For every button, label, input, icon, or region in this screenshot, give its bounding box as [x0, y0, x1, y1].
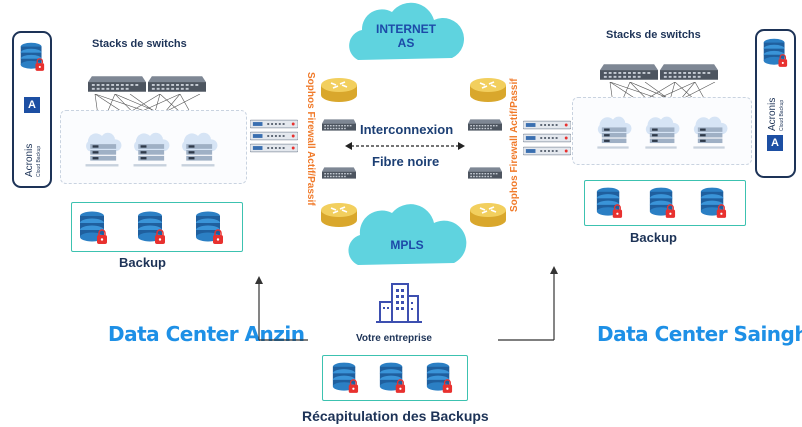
switch-icon [600, 62, 658, 82]
firewall-icon [523, 146, 571, 156]
interconnexion-label: Interconnexion [360, 122, 454, 137]
server-icon [592, 114, 634, 152]
server-icon [128, 130, 172, 170]
database-lock-icon [136, 210, 166, 246]
datacenter-title-left: Data Center Anzin [108, 322, 305, 346]
switch-icon [148, 74, 206, 94]
firewall-icon [250, 119, 298, 129]
switch-icon [468, 118, 502, 132]
database-lock-icon [378, 361, 406, 395]
firewall-label-right: Sophos Firewall Actif/Passif [509, 78, 520, 212]
switch-icon [322, 166, 356, 180]
firewall-icon [523, 120, 571, 130]
mpls-label: MPLS [390, 238, 424, 252]
mpls-cloud [348, 204, 467, 265]
switch-icon [468, 166, 502, 180]
firewall-icon [250, 131, 298, 141]
internet-label: INTERNET AS [376, 22, 436, 50]
database-lock-icon [78, 210, 108, 246]
server-icon [80, 130, 124, 170]
enterprise-label: Votre entreprise [356, 333, 432, 344]
server-icon [176, 130, 220, 170]
router-icon [319, 200, 359, 230]
backup-label-right: Backup [630, 230, 677, 245]
database-lock-icon [194, 210, 224, 246]
acronis-brand: Acronis Cloud Backup [24, 143, 42, 177]
database-lock-icon [595, 186, 623, 220]
switch-icon [322, 118, 356, 132]
acronis-panel-left: A Acronis Cloud Backup [12, 31, 52, 188]
backup-box-right [584, 180, 746, 226]
switch-stack-label-right: Stacks de switchs [606, 29, 701, 41]
acronis-panel-right: A Acronis Cloud Backup [755, 29, 796, 178]
double-arrow-icon [345, 142, 465, 150]
firewall-icon [250, 143, 298, 153]
server-icon [688, 114, 730, 152]
database-lock-icon [425, 361, 453, 395]
router-icon [468, 75, 508, 105]
firewall-icon [523, 133, 571, 143]
connector-right [498, 266, 558, 341]
firewall-label-left: Sophos Firewall Actif/Passif [305, 72, 316, 206]
database-lock-icon [762, 37, 788, 69]
recap-title: Récapitulation des Backups [302, 408, 489, 424]
acronis-logo-icon: A [24, 97, 40, 113]
building-icon [376, 283, 422, 323]
database-lock-icon [699, 186, 727, 220]
backup-box-recap [322, 355, 468, 401]
router-icon [468, 200, 508, 230]
server-icon [640, 114, 682, 152]
switch-icon [88, 74, 146, 94]
database-lock-icon [648, 186, 676, 220]
switch-stack-label-left: Stacks de switchs [92, 38, 187, 50]
backup-label-left: Backup [119, 255, 166, 270]
switch-icon [660, 62, 718, 82]
internet-cloud [349, 2, 464, 60]
acronis-brand: Acronis Cloud Backup [767, 97, 785, 131]
connector-left [255, 276, 308, 341]
router-icon [319, 75, 359, 105]
database-lock-icon [331, 361, 359, 395]
datacenter-title-right: Data Center Sainghin [597, 322, 802, 346]
backup-box-left [71, 202, 243, 252]
acronis-logo-icon: A [767, 135, 783, 151]
fibre-label: Fibre noire [372, 154, 440, 169]
database-lock-icon [19, 41, 45, 73]
